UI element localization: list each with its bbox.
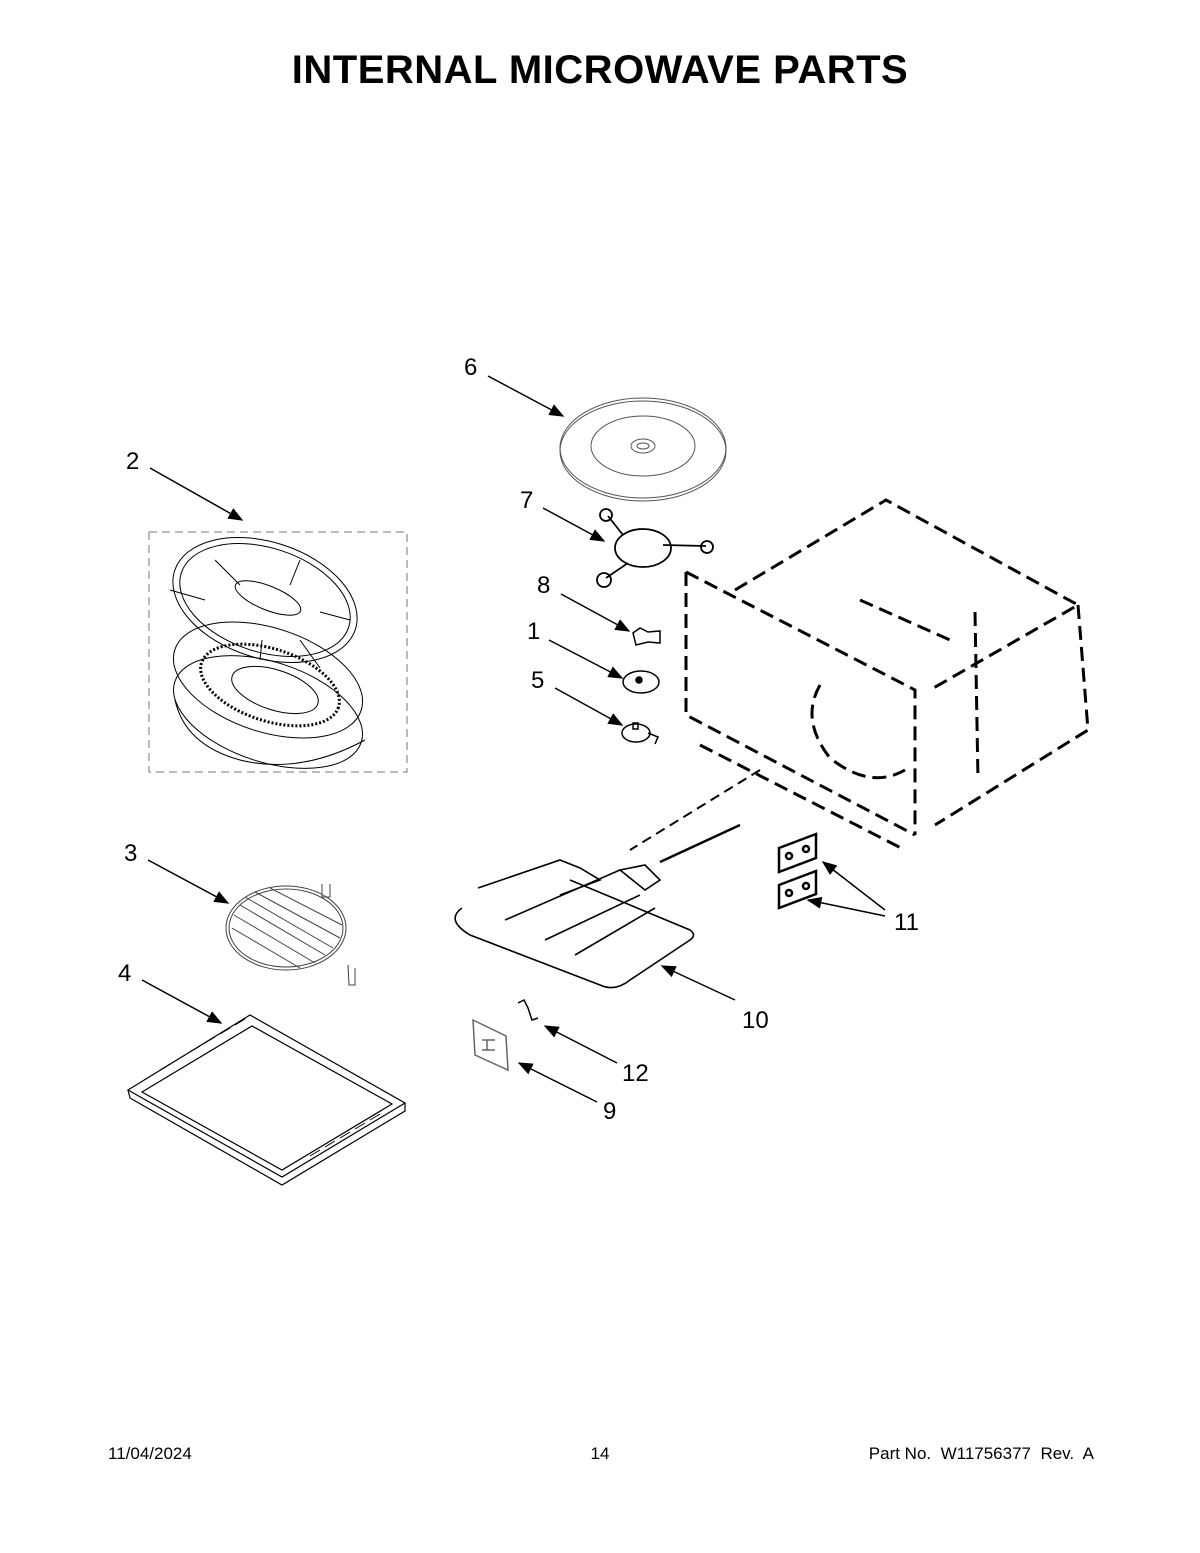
callout-3: 3 [124,840,138,867]
callout-7: 7 [520,487,534,514]
round-rack-drawing [225,884,356,986]
microwave-cavity-drawing [629,498,1090,852]
page-title: INTERNAL MICROWAVE PARTS [291,48,909,92]
roller-support-drawing [596,508,714,588]
callout-12: 12 [622,1060,649,1087]
footer-page-number: 14 [590,1444,610,1463]
baking-tray-drawing [126,1014,407,1186]
callout-8: 8 [537,572,551,599]
callout-5: 5 [531,667,545,694]
footer-part-number: Part No. W11756377 Rev. A [868,1444,1094,1463]
callout-11: 11 [894,909,919,936]
callout-6: 6 [464,354,478,381]
gasket-drawing [777,832,818,910]
heating-element-drawing [454,823,741,989]
glass-turntable-drawing [559,397,727,502]
footer-date: 11/04/2024 [108,1444,192,1463]
callout-10: 10 [742,1007,769,1034]
callout-1: 1 [527,618,541,645]
bracket-and-label-drawing [472,998,539,1072]
leader-arrows [141,375,886,1103]
callout-9: 9 [603,1098,617,1125]
small-parts-drawing [621,627,661,745]
callout-4: 4 [118,960,132,987]
callout-2: 2 [126,448,140,475]
steamer-cookware-set-drawing [148,531,408,773]
